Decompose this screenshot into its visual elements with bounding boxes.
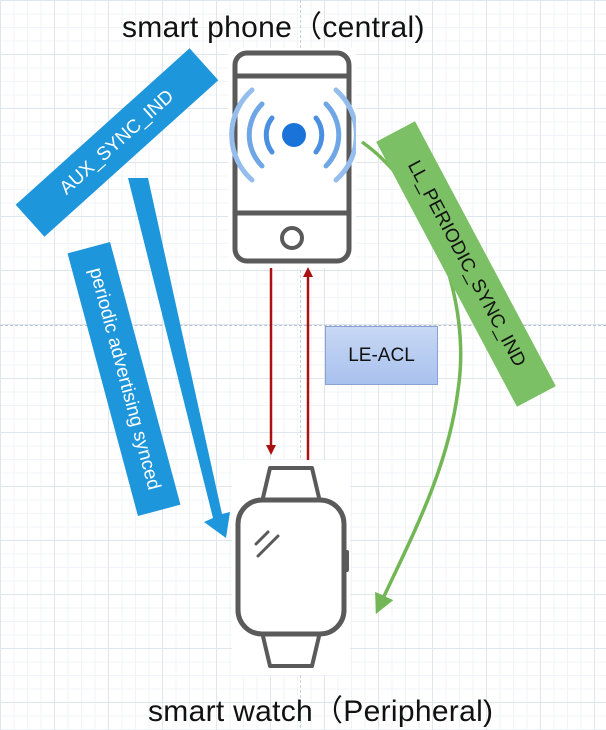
- le-acl-label: LE-ACL: [325, 326, 438, 385]
- grid-guide-vertical: [300, 0, 301, 728]
- grid-guide-horizontal: [0, 325, 606, 326]
- smartwatch-outline-icon: [235, 466, 349, 668]
- aux-sync-arrow: [128, 178, 230, 538]
- smartwatch-icon: [232, 460, 350, 675]
- smartphone-outline-icon: [229, 50, 359, 264]
- smartphone-icon: [228, 48, 359, 268]
- smart-watch-title: smart watch（Peripheral): [148, 695, 494, 728]
- smart-phone-title: smart phone（central): [122, 11, 425, 44]
